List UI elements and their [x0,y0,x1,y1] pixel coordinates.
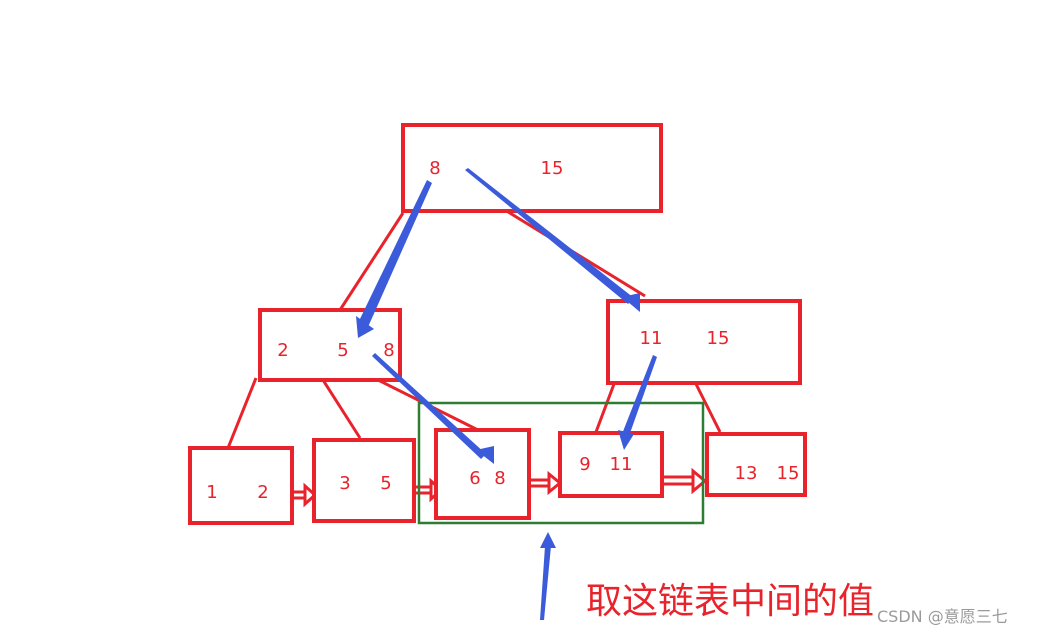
leaf-node-5: 13 15 [705,432,807,497]
leaf-links [293,467,708,508]
root-key-2: 15 [541,158,564,179]
pointer-left-to-leaf3 [372,353,486,459]
leaf-link-1-2 [293,482,318,508]
highlight-box [417,401,705,525]
edge-right-leaf4 [594,383,616,433]
leaf-node-1: 1 2 [188,446,294,525]
leaf4-key-2: 11 [610,454,633,475]
left-key-3: 8 [383,340,394,361]
leaf-node-3: 6 8 [434,428,531,520]
caption-text: 取这链表中间的值 [586,581,875,622]
pointer-right-to-leaf4 [622,355,657,436]
root-key-1: 8 [429,158,440,179]
leaf5-key-1: 13 [735,463,758,484]
pointer-tip-left-leaf3 [476,446,494,464]
pointer-arrows [356,168,657,620]
edge-left-leaf1 [226,377,258,449]
node-root: 8 15 [401,123,663,213]
node-right-internal: 11 15 [606,299,802,385]
pointer-tip-caption [540,532,556,548]
left-key-2: 5 [337,340,348,361]
leaf-node-4: 9 11 [558,431,664,498]
leaf3-key-2: 8 [494,468,505,489]
edge-right-leaf5 [694,383,722,433]
edge-root-left [338,212,405,311]
pointer-tip-root-left [356,316,374,338]
leaf-link-4-5 [664,467,708,495]
watermark-text: CSDN @意愿三七 [877,607,1008,626]
right-key-1: 11 [640,328,663,349]
leaf2-key-2: 5 [380,473,391,494]
leaf-link-3-4 [531,470,563,496]
leaf5-key-2: 15 [777,463,800,484]
right-key-2: 15 [707,328,730,349]
leaf4-key-1: 9 [579,454,590,475]
pointer-tip-root-right [622,293,640,312]
pointer-root-to-right [465,168,634,304]
leaf1-key-1: 1 [206,482,217,503]
leaf-node-2: 3 5 [312,438,416,523]
pointer-tip-right-leaf4 [618,430,634,450]
leaf3-key-1: 6 [469,468,480,489]
left-key-1: 2 [277,340,288,361]
edge-left-leaf2 [321,379,362,439]
pointer-root-to-left [358,180,432,327]
leaf2-key-1: 3 [339,473,350,494]
leaf1-key-2: 2 [257,482,268,503]
node-left-internal: 2 5 8 [258,308,402,382]
pointer-caption-up [540,546,551,620]
